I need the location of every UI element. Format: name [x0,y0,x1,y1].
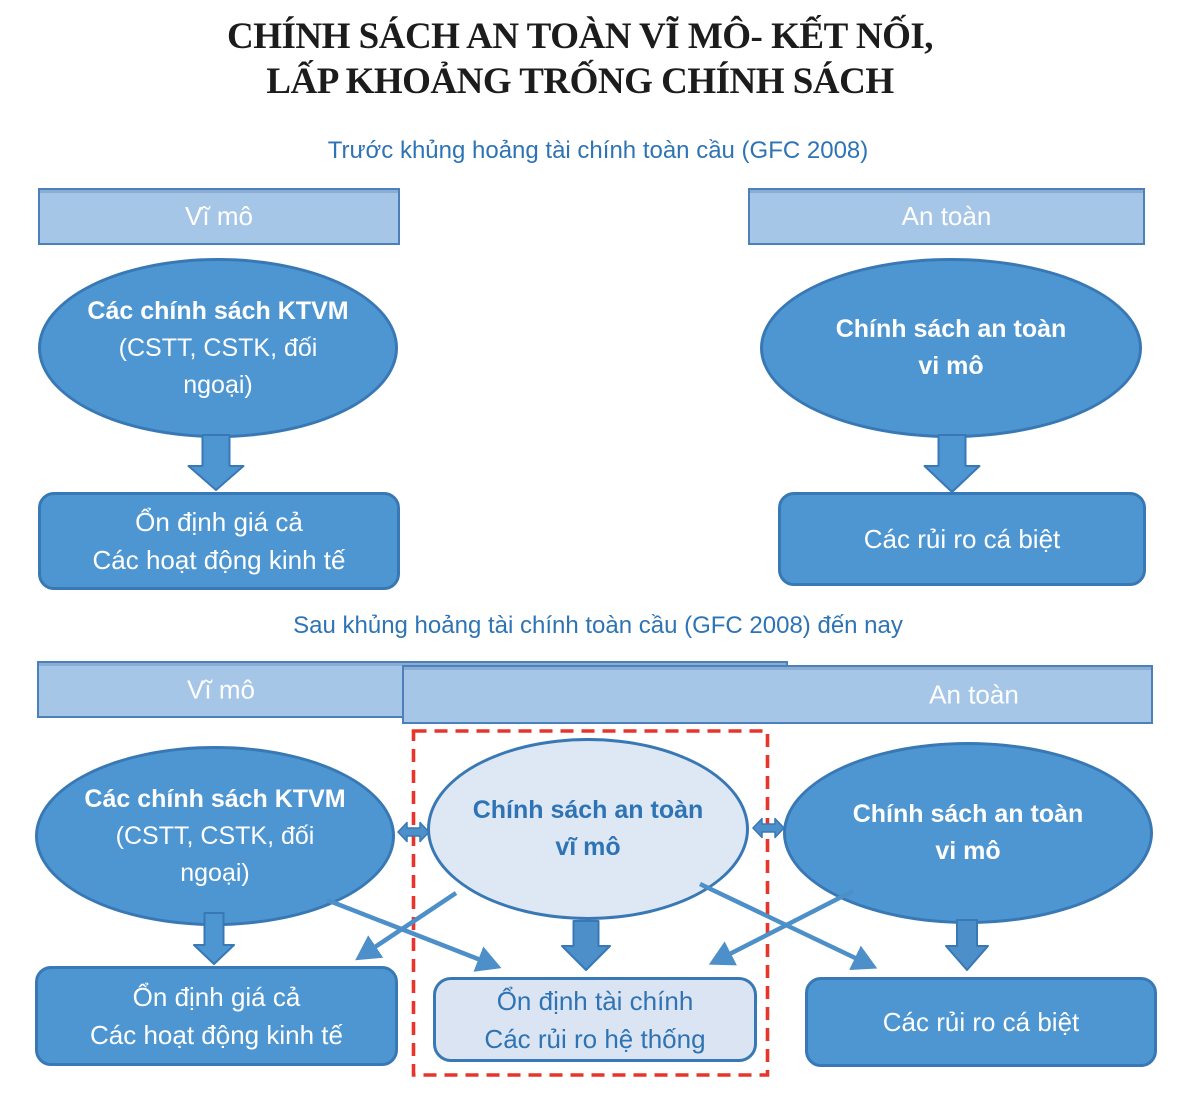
after-microprudential-policy-ellipse: Chính sách an toàn vi mô [783,742,1153,924]
after-macroprudential-policy-ellipse: Chính sách an toàn vĩ mô [427,738,749,920]
after-macro-policy-ellipse: Các chính sách KTVM (CSTT, CSTK, đối ngo… [35,746,395,926]
after-macro-policy-line1: Các chính sách KTVM [84,784,346,813]
before-micro-down-arrow-icon [923,434,981,493]
before-macro-policy-ellipse: Các chính sách KTVM (CSTT, CSTK, đối ngo… [38,258,398,438]
before-macro-policy-line3: ngoại) [183,370,253,399]
section-before-label: Trước khủng hoảng tài chính toàn cầu (GF… [327,137,869,164]
macro-macroprudential-double-arrow-icon [397,821,430,843]
before-microprudential-line2: vi mô [918,352,984,380]
after-macroprudential-outcome-line1: Ổn định tài chính [496,985,694,1016]
before-macro-outcome-box: Ổn định giá cả Các hoạt động kinh tế [38,492,400,590]
before-macro-down-arrow-icon [187,434,245,491]
macroprudential-to-price-stability-arrow [355,891,458,961]
after-macro-policy-line2: (CSTT, CSTK, đối [115,821,315,850]
diagram-title-line1: CHÍNH SÁCH AN TOÀN VĨ MÔ- KẾT NỐI, [227,16,934,57]
after-microprudential-line2: vi mô [935,837,1001,865]
diagram-title-line2: LẤP KHOẢNG TRỐNG CHÍNH SÁCH [266,61,894,102]
before-macro-policy-line2: (CSTT, CSTK, đối [118,333,318,362]
before-macro-header-bar: Vĩ mô [38,188,400,245]
microprudential-to-systemic-risk-arrow [708,888,855,966]
after-micro-outcome-box: Các rủi ro cá biệt [805,977,1157,1067]
after-microprudential-line1: Chính sách an toàn [852,800,1084,828]
before-macro-header-label: Vĩ mô [185,201,253,231]
before-macro-outcome-line2: Các hoạt động kinh tế [92,545,346,575]
after-macro-outcome-line1: Ổn định giá cả [132,982,301,1012]
after-prudential-header-bar: An toàn [402,665,1153,724]
after-microprudential-down-arrow-icon [945,919,989,971]
after-macro-outcome-box: Ổn định giá cả Các hoạt động kinh tế [35,966,398,1066]
before-macro-policy-line1: Các chính sách KTVM [87,296,349,325]
before-micro-outcome-box: Các rủi ro cá biệt [778,492,1146,586]
macro-to-financial-stability-arrow [326,897,502,972]
after-macroprudential-line2: vĩ mô [555,833,621,861]
section-after-label: Sau khủng hoảng tài chính toàn cầu (GFC … [293,612,903,639]
after-macroprudential-line1: Chính sách an toàn [472,796,704,824]
after-micro-outcome-line1: Các rủi ro cá biệt [882,1007,1080,1037]
after-macro-header-label: Vĩ mô [187,674,255,704]
after-macroprudential-outcome-line2: Các rủi ro hệ thống [484,1023,706,1054]
before-prudential-header-label: An toàn [901,201,992,231]
after-macro-policy-line3: ngoại) [180,858,250,887]
after-macro-outcome-line2: Các hoạt động kinh tế [90,1020,343,1050]
before-macro-outcome-line1: Ổn định giá cả [135,507,303,537]
macroprudential-microprudential-double-arrow-icon [752,817,785,839]
before-prudential-header-bar: An toàn [748,188,1145,245]
after-macroprudential-down-arrow-icon [561,920,611,971]
before-micro-outcome-line1: Các rủi ro cá biệt [863,524,1061,554]
before-microprudential-line1: Chính sách an toàn [835,315,1067,343]
after-macroprudential-outcome-box: Ổn định tài chính Các rủi ro hệ thống [433,977,757,1062]
before-microprudential-policy-ellipse: Chính sách an toàn vi mô [760,258,1142,438]
after-prudential-header-label: An toàn [929,679,1019,709]
diagram-title: CHÍNH SÁCH AN TOÀN VĨ MÔ- KẾT NỐI, LẤP K… [0,14,1160,104]
